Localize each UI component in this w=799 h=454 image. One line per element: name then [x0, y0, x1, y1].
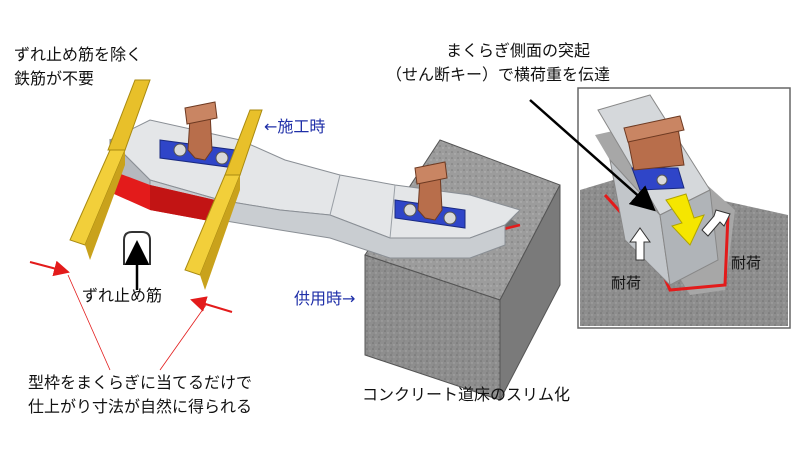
rail-fastening-right [394, 161, 466, 229]
lateral-load-arrow [665, 193, 705, 246]
detail-inset [577, 87, 791, 329]
label-formwork-line2: 仕上がり寸法が自然に得られる [28, 397, 253, 416]
label-resist-right: 耐荷 [731, 254, 762, 272]
guide-line-left [67, 274, 111, 371]
guide-line-right [159, 304, 207, 371]
label-slim-slab: コンクリート道床のスリム化 [362, 385, 571, 404]
label-formwork-line1: 型枠をまくらぎに当てるだけで [28, 373, 253, 392]
label-no-rebar-line2: 鉄筋が不要 [14, 69, 95, 88]
label-no-rebar-line1: ずれ止め筋を除く [14, 45, 143, 64]
resist-arrow-right [701, 209, 731, 237]
rail-fastening-left [159, 101, 236, 169]
label-shear-key-line2: （せん断キー）で横荷重を伝達 [386, 65, 611, 84]
formwork-right [184, 109, 263, 290]
label-in-service: 供用時→ [294, 289, 356, 308]
resist-arrow-left [629, 227, 651, 261]
label-during-construction: ←施工時 [264, 117, 326, 136]
formwork-arrow-left [29, 260, 70, 277]
concrete-block [364, 139, 561, 401]
anti-slip-rebar-shape [123, 231, 151, 265]
formwork-left [69, 79, 151, 260]
label-shear-key-line1: まくらぎ側面の突起 [446, 41, 591, 60]
label-anti-slip-rebar: ずれ止め筋 [82, 286, 163, 305]
formwork-arrow-right [190, 296, 233, 313]
label-resist-left: 耐荷 [611, 274, 642, 292]
shear-key-pointer [529, 99, 656, 212]
